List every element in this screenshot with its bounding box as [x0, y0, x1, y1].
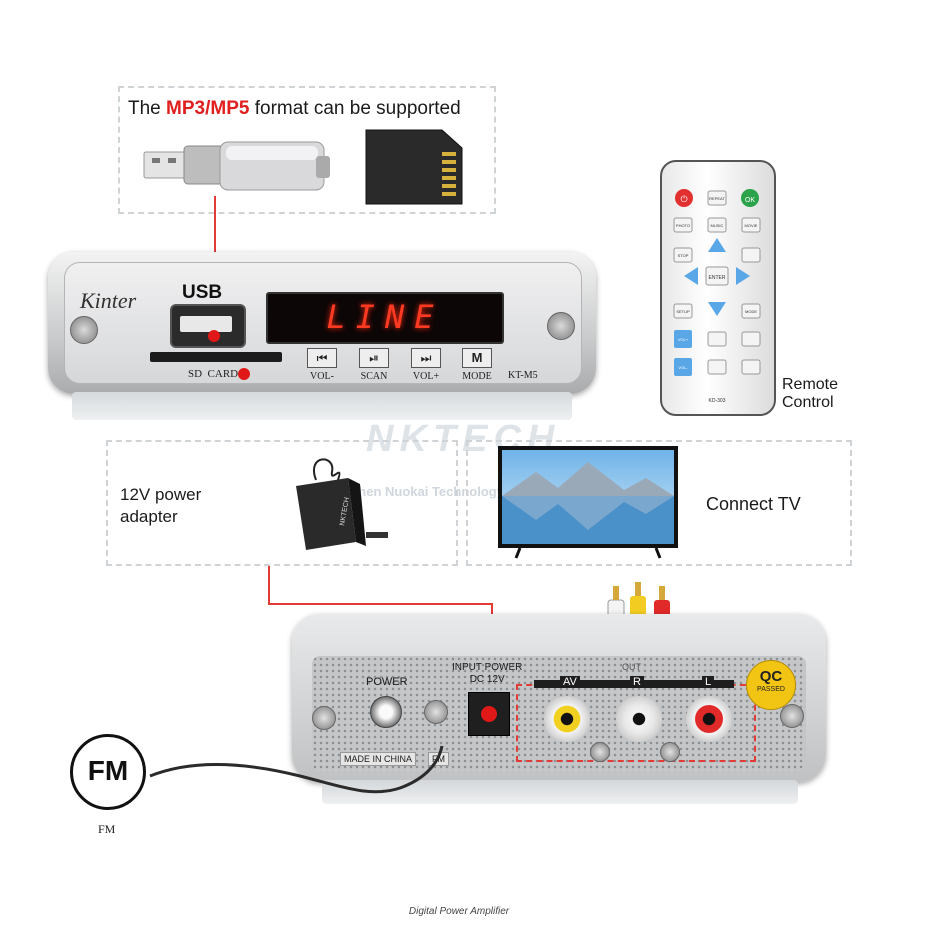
- r-jack-label: R: [630, 676, 644, 688]
- tv-image: [498, 446, 678, 559]
- sd-card-image: [365, 129, 463, 205]
- fm-antenna-cable: [149, 745, 444, 794]
- adapter-brand: NKTECH: [339, 497, 351, 527]
- audio-right-jack[interactable]: [616, 696, 662, 742]
- vol-up-button[interactable]: ⏭ VOL+: [406, 348, 446, 388]
- audio-left-jack[interactable]: [686, 696, 732, 742]
- remote-keypad: ⏻ OK ENTER REPEAT PHOTO MUSIC MOVIE STOP…: [673, 189, 761, 404]
- screw-right-icon: [547, 312, 575, 340]
- usb-port-marker: [208, 330, 220, 342]
- qc-passed-sticker: QC PASSED: [746, 660, 796, 710]
- connect-tv-label: Connect TV: [706, 494, 801, 514]
- remote-enter-key[interactable]: ENTER: [709, 275, 726, 281]
- jack-screw-b-icon: [660, 742, 680, 762]
- front-panel-base-shadow: [72, 392, 572, 420]
- watermark-company: Shenzhen Nuokai Technology Co.,Ltd: [320, 484, 553, 499]
- screw-left-icon: [70, 316, 98, 344]
- remote-mode-key[interactable]: MODE: [745, 309, 757, 314]
- l-jack-label: L: [702, 676, 715, 688]
- usb-port-label: USB: [182, 282, 223, 303]
- remote-repeat-key[interactable]: REPEAT: [709, 196, 725, 201]
- scan-button[interactable]: ⏯ SCAN: [354, 348, 394, 388]
- power-adapter-label: 12V power adapter: [120, 485, 202, 526]
- sd-card-label: SD CARD: [188, 368, 239, 380]
- remote-vol-down-key[interactable]: VOL-: [678, 365, 688, 370]
- remote-vol-up-key[interactable]: VOL+: [678, 337, 689, 342]
- model-label: KT-M5: [508, 370, 538, 381]
- svg-text:OK: OK: [745, 197, 755, 204]
- remote-movie-key[interactable]: MOVIE: [745, 223, 758, 228]
- av-jack-label: AV: [560, 676, 580, 688]
- remote-stop-key[interactable]: STOP: [678, 253, 689, 258]
- power-wire-horizontal: [268, 603, 492, 605]
- power-wire-vertical: [268, 566, 270, 604]
- sd-card-marker: [238, 368, 250, 380]
- jack-screw-a-icon: [590, 742, 610, 762]
- usb-flash-drive-image: [143, 141, 330, 191]
- footer-caption: Digital Power Amplifier: [408, 906, 510, 917]
- dc-power-jack[interactable]: [468, 692, 510, 736]
- control-buttons: ⏮ VOL- ⏯ SCAN ⏭ VOL+ M MODE: [302, 348, 502, 388]
- remote-setup-key[interactable]: SETUP: [676, 309, 690, 314]
- usb-port[interactable]: [170, 304, 246, 348]
- power-switch-label: POWER: [366, 676, 408, 688]
- rear-screw-mid-icon: [424, 700, 448, 724]
- rear-screw-left-icon: [312, 706, 336, 730]
- power-adapter-image: NKTECH: [296, 458, 388, 550]
- remote-photo-key[interactable]: PHOTO: [676, 223, 690, 228]
- rear-panel-base-shadow: [322, 780, 798, 804]
- fm-badge-caption: FM: [98, 822, 116, 836]
- out-label: OUT: [622, 662, 641, 672]
- vol-down-button[interactable]: ⏮ VOL-: [302, 348, 342, 388]
- power-switch[interactable]: [370, 696, 402, 728]
- made-in-china-label: MADE IN CHINA: [340, 752, 417, 766]
- remote-model: KD-303: [709, 398, 726, 404]
- av-video-jack[interactable]: [544, 696, 590, 742]
- remote-label: Remote Control: [782, 376, 839, 411]
- input-power-label: INPUT POWER DC 12V: [452, 662, 523, 685]
- media-support-caption: The MP3/MP5 format can be supported: [128, 98, 461, 119]
- fm-badge-icon: FM: [70, 734, 146, 810]
- led-display: LINE: [266, 292, 504, 344]
- svg-text:⏻: ⏻: [680, 194, 687, 204]
- media-support-box: [118, 86, 496, 214]
- brand-logo: Kinter: [80, 288, 137, 313]
- led-display-text: LINE: [326, 298, 444, 336]
- connect-tv-box: [466, 440, 852, 566]
- remote-music-key[interactable]: MUSIC: [711, 223, 724, 228]
- rear-screw-right-icon: [780, 704, 804, 728]
- power-adapter-box: [106, 440, 458, 566]
- mode-button[interactable]: M MODE: [462, 348, 492, 382]
- sd-card-slot[interactable]: [150, 352, 282, 362]
